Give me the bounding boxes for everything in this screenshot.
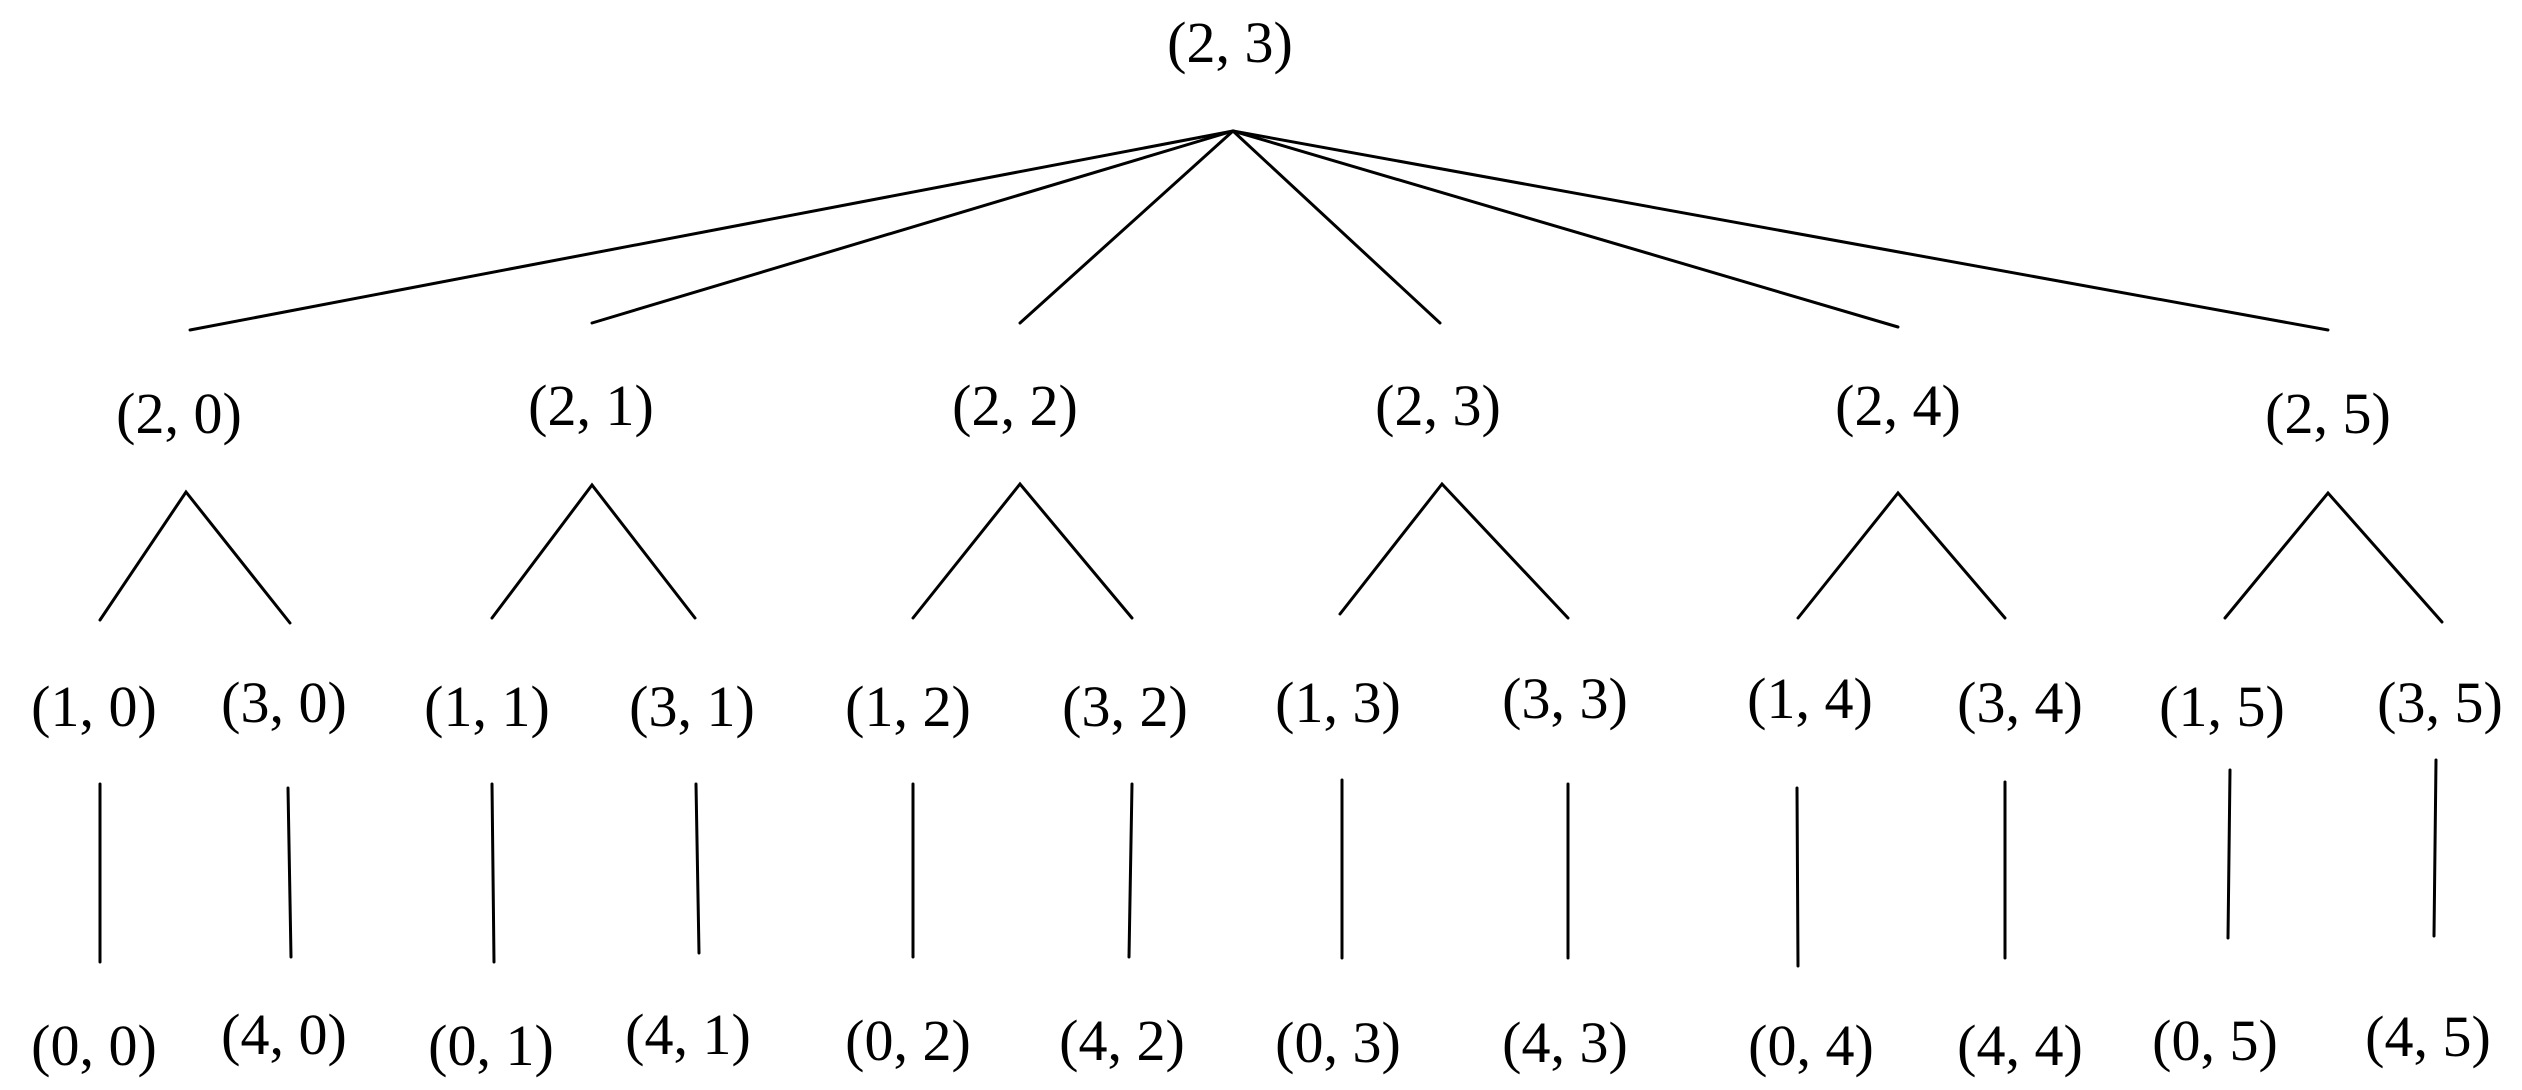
node-3-3-label: (3, 3) xyxy=(1502,666,1628,731)
node-1-5-label: (1, 5) xyxy=(2159,674,2285,739)
root-edges xyxy=(188,129,2330,332)
level1-nodes: (2, 0) (2, 1) (2, 2) (2, 3) (2, 4) (2, 5… xyxy=(116,373,2391,446)
edge-pair-1 xyxy=(490,482,697,620)
node-4-4-label: (4, 4) xyxy=(1957,1013,2083,1078)
edge-leaf-10 xyxy=(2226,768,2232,940)
edge-root-to-n1-0 xyxy=(188,129,1235,332)
edge-pair-3 xyxy=(1338,481,1570,620)
edge-leaf-11 xyxy=(2432,758,2438,938)
node-1-0-label: (1, 0) xyxy=(31,674,157,739)
node-3-5-label: (3, 5) xyxy=(2377,670,2503,735)
node-4-1-label: (4, 1) xyxy=(625,1002,751,1067)
node-0-1-label: (0, 1) xyxy=(428,1013,554,1078)
node-4-5-label: (4, 5) xyxy=(2365,1004,2491,1069)
edge-leaf-3 xyxy=(694,782,701,955)
level1-edges xyxy=(98,481,2444,625)
edge-root-to-n1-2 xyxy=(1018,129,1235,325)
node-2-3-label: (2, 3) xyxy=(1375,373,1501,438)
edge-pair-4 xyxy=(1796,490,2007,620)
node-0-2-label: (0, 2) xyxy=(845,1008,971,1073)
level2-nodes: (1, 0) (3, 0) (1, 1) (3, 1) (1, 2) (3, 2… xyxy=(31,666,2503,739)
edge-pair-0 xyxy=(98,489,292,625)
node-2-2-label: (2, 2) xyxy=(952,373,1078,438)
node-0-0-label: (0, 0) xyxy=(31,1013,157,1078)
edge-leaf-5 xyxy=(1127,782,1134,959)
edge-root-to-n1-1 xyxy=(590,129,1235,325)
node-4-2-label: (4, 2) xyxy=(1059,1008,1185,1073)
node-2-0-label: (2, 0) xyxy=(116,381,242,446)
node-0-3-label: (0, 3) xyxy=(1275,1010,1401,1075)
node-1-4-label: (1, 4) xyxy=(1747,666,1873,731)
edge-leaf-1 xyxy=(286,786,293,959)
node-2-4-label: (2, 4) xyxy=(1835,373,1961,438)
node-0-4-label: (0, 4) xyxy=(1748,1013,1874,1078)
node-2-1-label: (2, 1) xyxy=(528,373,654,438)
edge-root-to-n1-4 xyxy=(1231,129,1900,329)
edge-pair-5 xyxy=(2223,490,2444,624)
node-4-0-label: (4, 0) xyxy=(221,1002,347,1067)
edge-pair-2 xyxy=(911,481,1134,620)
edge-root-to-n1-3 xyxy=(1231,129,1442,325)
edge-leaf-2 xyxy=(490,782,496,964)
edge-root-to-n1-5 xyxy=(1231,129,2330,332)
level2-edges xyxy=(98,758,2438,968)
node-3-4-label: (3, 4) xyxy=(1957,670,2083,735)
node-3-1-label: (3, 1) xyxy=(629,674,755,739)
node-0-5-label: (0, 5) xyxy=(2152,1008,2278,1073)
node-1-2-label: (1, 2) xyxy=(845,674,971,739)
node-3-2-label: (3, 2) xyxy=(1062,674,1188,739)
edge-leaf-8 xyxy=(1795,786,1800,968)
node-4-3-label: (4, 3) xyxy=(1502,1010,1628,1075)
node-3-0-label: (3, 0) xyxy=(221,670,347,735)
node-2-5-label: (2, 5) xyxy=(2265,381,2391,446)
root-node-label: (2, 3) xyxy=(1167,10,1293,75)
node-1-1-label: (1, 1) xyxy=(424,674,550,739)
node-1-3-label: (1, 3) xyxy=(1275,670,1401,735)
level3-nodes: (0, 0) (4, 0) (0, 1) (4, 1) (0, 2) (4, 2… xyxy=(31,1002,2491,1078)
